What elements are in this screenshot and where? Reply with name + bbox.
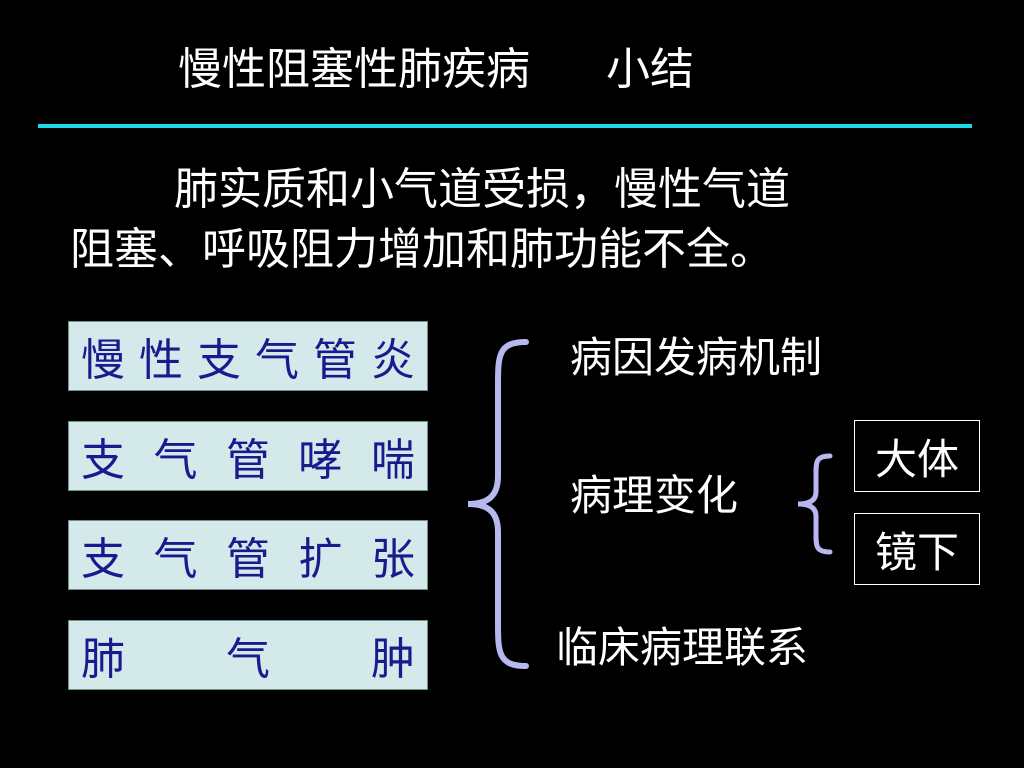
disease-char: 支 bbox=[81, 534, 125, 585]
title-divider bbox=[38, 124, 972, 128]
disease-char: 管 bbox=[226, 534, 270, 585]
disease-char: 张 bbox=[371, 534, 415, 585]
disease-char: 管 bbox=[226, 435, 270, 486]
disease-char: 慢 bbox=[81, 335, 125, 386]
disease-box-bronchiectasis: 支 气 管 扩 张 bbox=[68, 520, 428, 590]
disease-char: 喘 bbox=[371, 435, 415, 486]
topic-etiology: 病因发病机制 bbox=[570, 333, 823, 382]
disease-char: 性 bbox=[139, 335, 183, 386]
disease-char: 支 bbox=[197, 335, 241, 386]
disease-char: 扩 bbox=[298, 534, 343, 585]
disease-char: 炎 bbox=[371, 335, 415, 386]
disease-box-emphysema: 肺 气 肿 bbox=[68, 620, 428, 690]
disease-box-asthma: 支 气 管 哮 喘 bbox=[68, 421, 428, 491]
pathology-microscopic-box: 镜下 bbox=[854, 513, 980, 585]
small-brace-icon bbox=[797, 453, 833, 555]
disease-char: 肿 bbox=[371, 634, 415, 685]
disease-char: 肺 bbox=[81, 634, 125, 685]
title-sub: 小结 bbox=[606, 44, 694, 95]
slide-title: 慢性阻塞性肺疾病 小结 bbox=[178, 38, 694, 102]
topic-clinical: 临床病理联系 bbox=[556, 623, 809, 672]
pathology-gross-label: 大体 bbox=[874, 434, 959, 484]
disease-char: 气 bbox=[153, 435, 198, 486]
disease-char: 气 bbox=[226, 634, 270, 685]
large-brace-icon bbox=[467, 339, 529, 669]
summary-line-1: 肺实质和小气道受损，慢性气道 bbox=[174, 164, 790, 215]
disease-char: 管 bbox=[313, 335, 357, 386]
summary-line-2: 阻塞、呼吸阻力增加和肺功能不全。 bbox=[70, 224, 774, 275]
disease-char: 哮 bbox=[298, 435, 343, 486]
pathology-microscopic-label: 镜下 bbox=[874, 527, 959, 577]
disease-box-chronic-bronchitis: 慢 性 支 气 管 炎 bbox=[68, 321, 428, 391]
disease-char: 气 bbox=[153, 534, 198, 585]
topic-pathology: 病理变化 bbox=[570, 471, 739, 520]
pathology-gross-box: 大体 bbox=[854, 420, 980, 492]
disease-char: 气 bbox=[255, 335, 299, 386]
title-main: 慢性阻塞性肺疾病 bbox=[178, 44, 530, 95]
summary-text: 肺实质和小气道受损，慢性气道 阻塞、呼吸阻力增加和肺功能不全。 bbox=[70, 160, 930, 280]
disease-char: 支 bbox=[81, 435, 125, 486]
